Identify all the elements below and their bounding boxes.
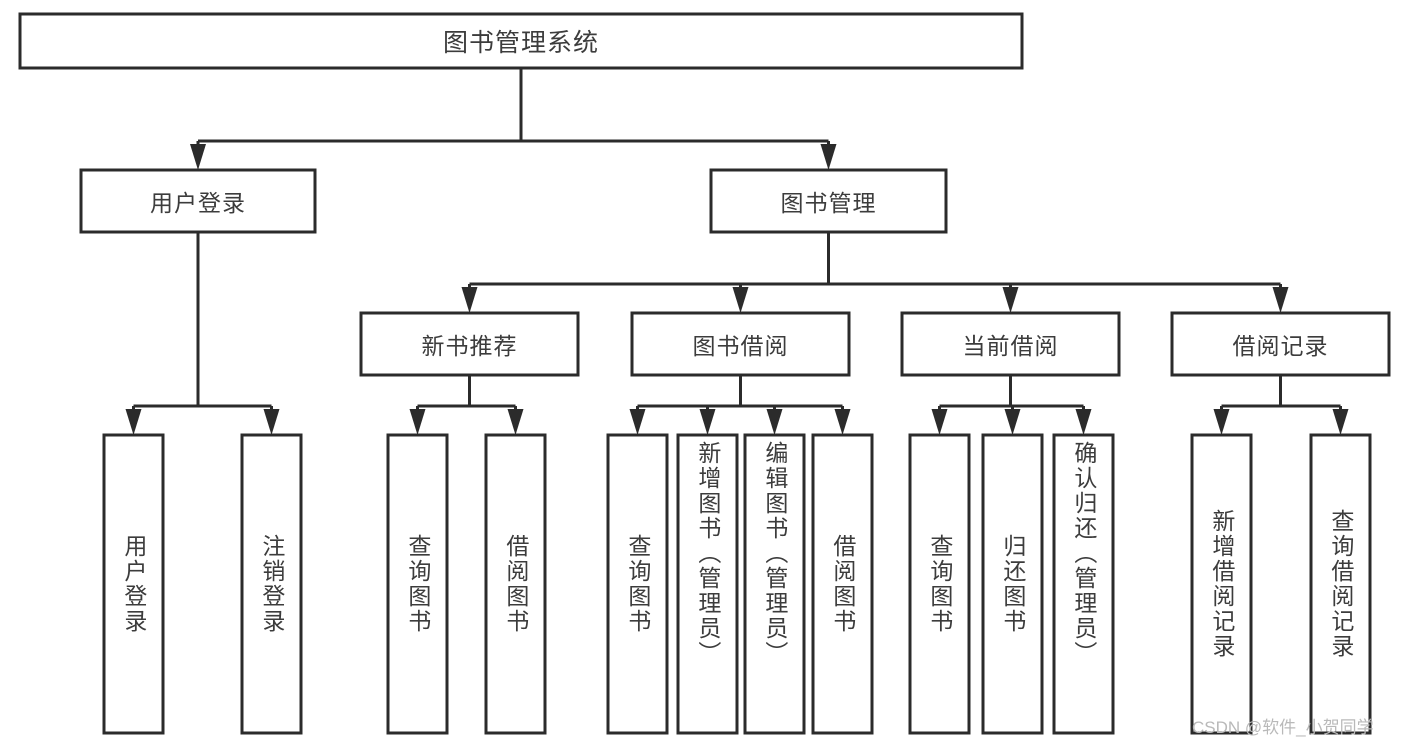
arrow-head-icon <box>1332 409 1349 435</box>
arrow-head-icon <box>125 409 142 435</box>
node-box-leaf-user-login[interactable] <box>102 433 165 735</box>
node-box-borrow-record[interactable] <box>1170 311 1391 377</box>
arrow-head-icon <box>507 409 524 435</box>
node-box-leaf-add-borrow-record[interactable] <box>1190 433 1253 735</box>
node-box-new-book-recommend[interactable] <box>359 311 580 377</box>
arrow-head-icon <box>1002 287 1019 313</box>
node-box-leaf-query-book-3[interactable] <box>908 433 971 735</box>
node-box-leaf-edit-book[interactable] <box>743 433 806 735</box>
node-box-leaf-query-book-1[interactable] <box>386 433 449 735</box>
arrow-head-icon <box>1075 409 1092 435</box>
arrow-head-icon <box>1004 409 1021 435</box>
node-box-leaf-confirm-return[interactable] <box>1052 433 1115 735</box>
arrow-head-icon <box>931 409 948 435</box>
node-box-leaf-query-borrow-record[interactable] <box>1309 433 1372 735</box>
node-box-leaf-query-book-2[interactable] <box>606 433 669 735</box>
arrow-head-icon <box>766 409 783 435</box>
arrow-head-icon <box>263 409 280 435</box>
arrow-head-icon <box>820 144 837 170</box>
node-box-book-management[interactable] <box>709 168 948 234</box>
node-box-leaf-borrow-book-2[interactable] <box>811 433 874 735</box>
arrow-head-icon <box>409 409 426 435</box>
node-box-layer <box>18 12 1391 735</box>
arrow-head-icon <box>1272 287 1289 313</box>
node-box-user-login[interactable] <box>79 168 317 234</box>
arrow-head-icon <box>190 144 206 170</box>
arrow-head-icon <box>629 409 646 435</box>
node-box-leaf-add-book[interactable] <box>676 433 739 735</box>
arrow-head-icon <box>732 287 749 313</box>
node-box-leaf-logout[interactable] <box>240 433 303 735</box>
arrow-head-icon <box>1213 409 1230 435</box>
node-box-root[interactable] <box>18 12 1024 70</box>
node-box-leaf-return-book[interactable] <box>981 433 1044 735</box>
node-box-book-borrow[interactable] <box>630 311 851 377</box>
node-box-leaf-borrow-book-1[interactable] <box>484 433 547 735</box>
connector-layer <box>125 68 1349 435</box>
arrow-head-icon <box>699 409 716 435</box>
arrow-head-icon <box>834 409 851 435</box>
node-box-current-borrow[interactable] <box>900 311 1121 377</box>
arrow-head-icon <box>461 287 478 313</box>
